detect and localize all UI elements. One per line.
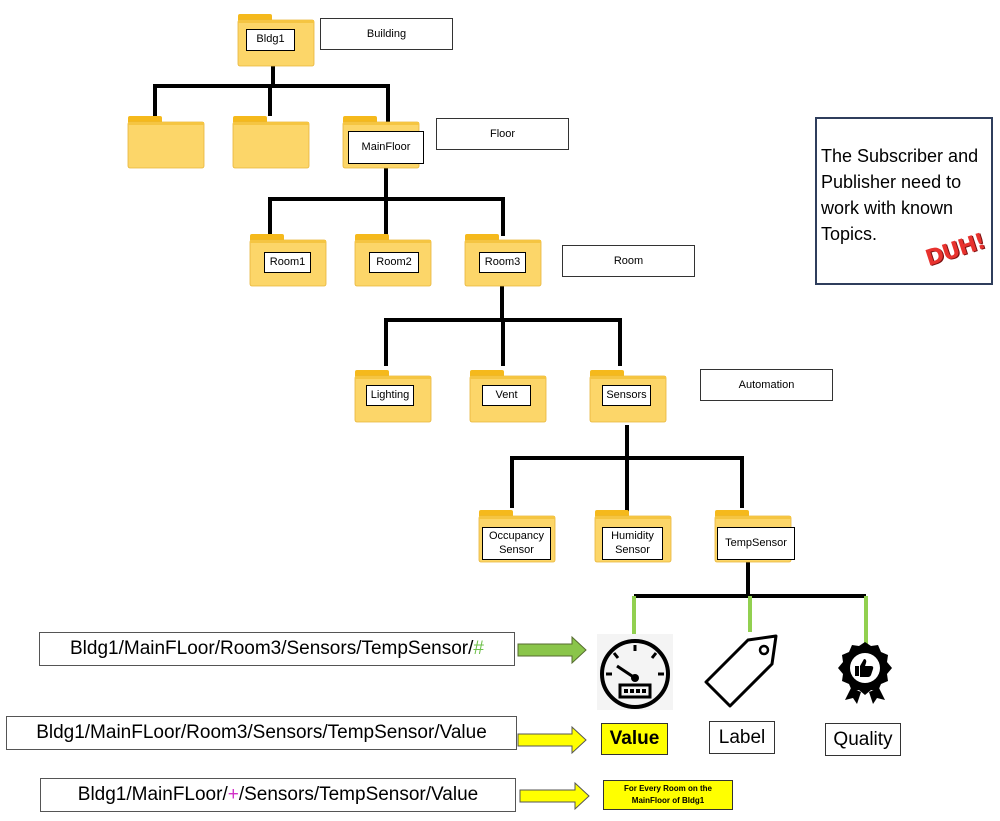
folder-label-line: Humidity xyxy=(611,530,654,543)
wildcard-plus: + xyxy=(227,784,239,805)
folder-icon[interactable] xyxy=(232,115,310,169)
note-text: The Subscriber and Publisher need to wor… xyxy=(821,146,979,244)
folder-label-humidity-sensor[interactable]: Humidity Sensor xyxy=(602,527,663,560)
folder-label-occupancy-sensor[interactable]: Occupancy Sensor xyxy=(482,527,551,560)
arrow-green xyxy=(517,635,587,665)
note-box: The Subscriber and Publisher need to wor… xyxy=(815,117,993,285)
level-label-automation: Automation xyxy=(700,369,833,401)
leaf-connectors xyxy=(632,596,868,646)
folder-label-vent[interactable]: Vent xyxy=(482,385,531,406)
folder-label-tempsensor[interactable]: TempSensor xyxy=(717,527,795,560)
every-room-note: For Every Room on the MainFloor of Bldg1 xyxy=(603,780,733,810)
tag-icon[interactable] xyxy=(704,634,778,708)
gauge-icon[interactable] xyxy=(597,634,673,710)
level-label-room: Room xyxy=(562,245,695,277)
folder-label-line: Occupancy xyxy=(488,530,545,543)
output-value[interactable]: Value xyxy=(601,723,668,755)
output-quality[interactable]: Quality xyxy=(825,723,901,756)
folder-label-lighting[interactable]: Lighting xyxy=(366,385,414,406)
folder-label-room1[interactable]: Room1 xyxy=(264,252,311,273)
tree-connectors xyxy=(153,52,866,598)
topic-text: Bldg1/MainFLoor/ xyxy=(77,784,228,805)
wildcard-hash: # xyxy=(473,638,484,659)
arrow-yellow xyxy=(517,725,587,755)
output-label[interactable]: Label xyxy=(709,721,775,754)
topic-multilevel-wildcard[interactable]: Bldg1/MainFLoor/Room3/Sensors/TempSensor… xyxy=(39,632,515,666)
level-label-floor: Floor xyxy=(436,118,569,150)
folder-label-bldg1[interactable]: Bldg1 xyxy=(246,29,295,51)
topic-singlelevel-wildcard[interactable]: Bldg1/MainFLoor/+/Sensors/TempSensor/Val… xyxy=(40,778,516,812)
folder-label-line: Sensor xyxy=(615,543,650,556)
folder-label-sensors[interactable]: Sensors xyxy=(602,385,651,406)
folder-label-room3[interactable]: Room3 xyxy=(479,252,526,273)
quality-badge-icon[interactable] xyxy=(838,642,892,704)
folder-label-mainfloor[interactable]: MainFloor xyxy=(348,131,424,164)
folder-label-room2[interactable]: Room2 xyxy=(369,252,419,273)
level-label-building: Building xyxy=(320,18,453,50)
arrow-yellow xyxy=(519,781,590,811)
topic-explicit-value[interactable]: Bldg1/MainFLoor/Room3/Sensors/TempSensor… xyxy=(6,716,517,750)
folder-icon[interactable] xyxy=(127,115,205,169)
topic-text: /Sensors/TempSensor/Value xyxy=(238,784,479,805)
topic-text: Bldg1/MainFLoor/Room3/Sensors/TempSensor… xyxy=(70,638,474,659)
folder-label-line: Sensor xyxy=(499,543,534,556)
